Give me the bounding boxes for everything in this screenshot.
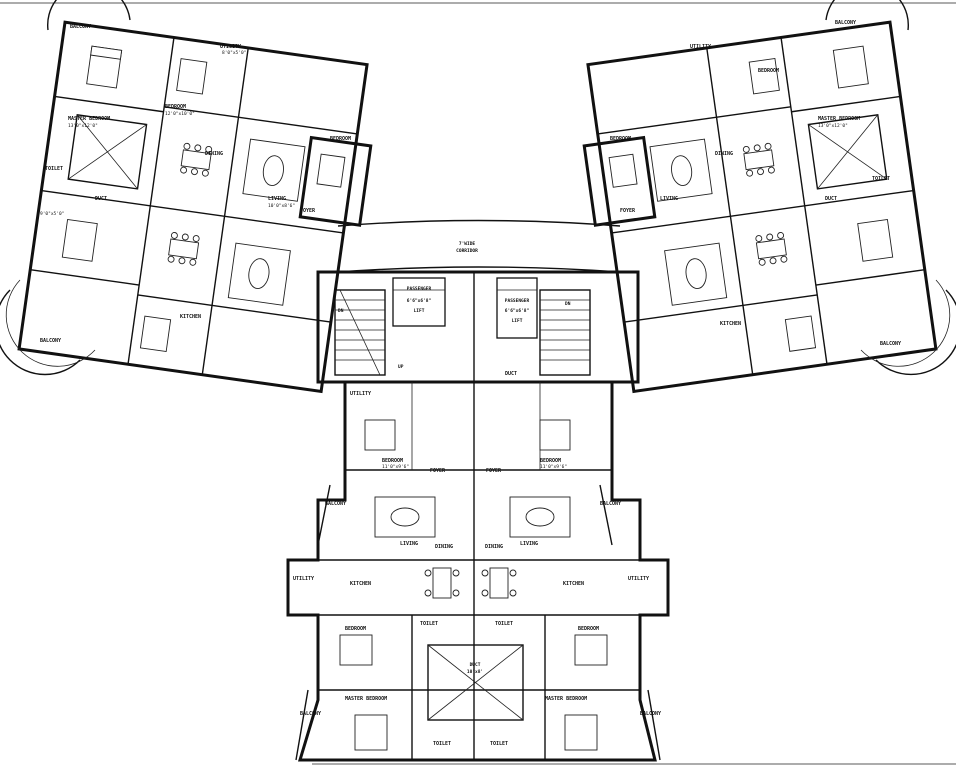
room-label: MASTER BEDROOM bbox=[545, 696, 587, 702]
right-wing bbox=[582, 20, 938, 394]
room-label: DINING bbox=[435, 544, 453, 550]
room-label: DINING bbox=[205, 151, 223, 157]
right-top-balcony-arc bbox=[825, 0, 910, 31]
room-label: BEDROOM bbox=[330, 136, 351, 142]
room-label: BEDROOM bbox=[540, 458, 561, 464]
room-label: FOYER bbox=[430, 468, 446, 474]
left-lift-box bbox=[392, 277, 446, 327]
room-label: BALCONY bbox=[325, 501, 346, 507]
room-label: BALCONY bbox=[70, 24, 91, 30]
room-label: FOYER bbox=[486, 468, 502, 474]
room-label: BALCONY bbox=[40, 338, 61, 344]
corridor-dim-label: 7'WIDE bbox=[459, 241, 476, 247]
room-label: UTILITY bbox=[350, 391, 371, 397]
room-label: TOILET bbox=[872, 176, 890, 182]
left-bottom-balcony-arc bbox=[0, 289, 81, 376]
room-label: BALCONY bbox=[880, 341, 901, 347]
room-label: TOILET bbox=[45, 166, 63, 172]
room-label: TOILET bbox=[420, 621, 438, 627]
room-label: DINING bbox=[715, 151, 733, 157]
room-label: BALCONY bbox=[300, 711, 321, 717]
room-label: BEDROOM bbox=[345, 626, 366, 632]
room-label: LIVING bbox=[520, 541, 538, 547]
corridor-area bbox=[337, 219, 621, 273]
left-wing bbox=[17, 20, 373, 394]
room-dim: 13'0"x12'0" bbox=[68, 123, 98, 129]
room-label: DUCT bbox=[505, 371, 517, 377]
room-label: LIVING bbox=[660, 196, 678, 202]
room-label: BEDROOM bbox=[610, 136, 631, 142]
left-lift-tag: LIFT bbox=[414, 308, 425, 314]
left-lift-name: PASSENGER bbox=[407, 286, 432, 292]
room-label: MASTER BEDROOM bbox=[68, 116, 110, 122]
room-dim: 11'0"x9'6" bbox=[382, 464, 409, 470]
stair-dn-label-left: DN bbox=[338, 308, 344, 314]
room-dim: 8'0"x5'0" bbox=[222, 50, 246, 56]
room-label: BEDROOM bbox=[165, 104, 186, 110]
left-lift-dim: 6'6"x6'8" bbox=[407, 298, 432, 304]
room-label: UTILITY bbox=[220, 44, 241, 50]
room-label: BALCONY bbox=[600, 501, 621, 507]
room-label: BEDROOM bbox=[382, 458, 403, 464]
room-label: BEDROOM bbox=[578, 626, 599, 632]
room-label: KITCHEN bbox=[563, 581, 584, 587]
room-label: UTILITY bbox=[293, 576, 314, 582]
room-label: FOYER bbox=[620, 208, 636, 214]
right-lift-tag: LIFT bbox=[512, 318, 523, 324]
room-label: LIVING bbox=[268, 196, 286, 202]
right-lift-name: PASSENGER bbox=[505, 298, 530, 304]
room-dim: 12'0"x10'0" bbox=[165, 111, 195, 117]
stair-dn-label-right: DN bbox=[565, 301, 571, 307]
room-label: TOILET bbox=[495, 621, 513, 627]
room-label: BALCONY bbox=[640, 711, 661, 717]
central-duct-dim: 10'x8' bbox=[467, 669, 483, 675]
core bbox=[316, 270, 640, 384]
central-duct-name: DUCT bbox=[470, 662, 481, 668]
room-label: MASTER BEDROOM bbox=[345, 696, 387, 702]
south-wing bbox=[286, 380, 670, 762]
room-label: BALCONY bbox=[835, 20, 856, 26]
room-label: DINING bbox=[485, 544, 503, 550]
right-lift-box bbox=[496, 277, 538, 339]
room-label: MASTER BEDROOM bbox=[818, 116, 860, 122]
room-label: KITCHEN bbox=[720, 321, 741, 327]
room-label: LIVING bbox=[400, 541, 418, 547]
left-top-balcony-arc bbox=[46, 0, 131, 31]
stair-up-label: UP bbox=[398, 364, 404, 370]
room-dim: 9'0"x5'0" bbox=[40, 211, 64, 217]
room-label: TOILET bbox=[433, 741, 451, 747]
room-label: UTILITY bbox=[690, 44, 711, 50]
room-label: UTILITY bbox=[628, 576, 649, 582]
room-label: TOILET bbox=[490, 741, 508, 747]
room-dim: 13'0"x12'0" bbox=[818, 123, 848, 129]
room-label: KITCHEN bbox=[180, 314, 201, 320]
room-label: FOYER bbox=[300, 208, 316, 214]
right-bottom-balcony-arc bbox=[875, 289, 956, 376]
room-dim: 10'0"x8'6" bbox=[268, 203, 295, 209]
room-label: DUCT bbox=[825, 196, 837, 202]
corridor-name-label: CORRIDOR bbox=[456, 248, 478, 254]
room-label: DUCT bbox=[95, 196, 107, 202]
right-lift-dim: 6'6"x6'8" bbox=[505, 308, 530, 314]
room-label: BEDROOM bbox=[758, 68, 779, 74]
room-label: KITCHEN bbox=[350, 581, 371, 587]
room-dim: 11'0"x9'6" bbox=[540, 464, 567, 470]
